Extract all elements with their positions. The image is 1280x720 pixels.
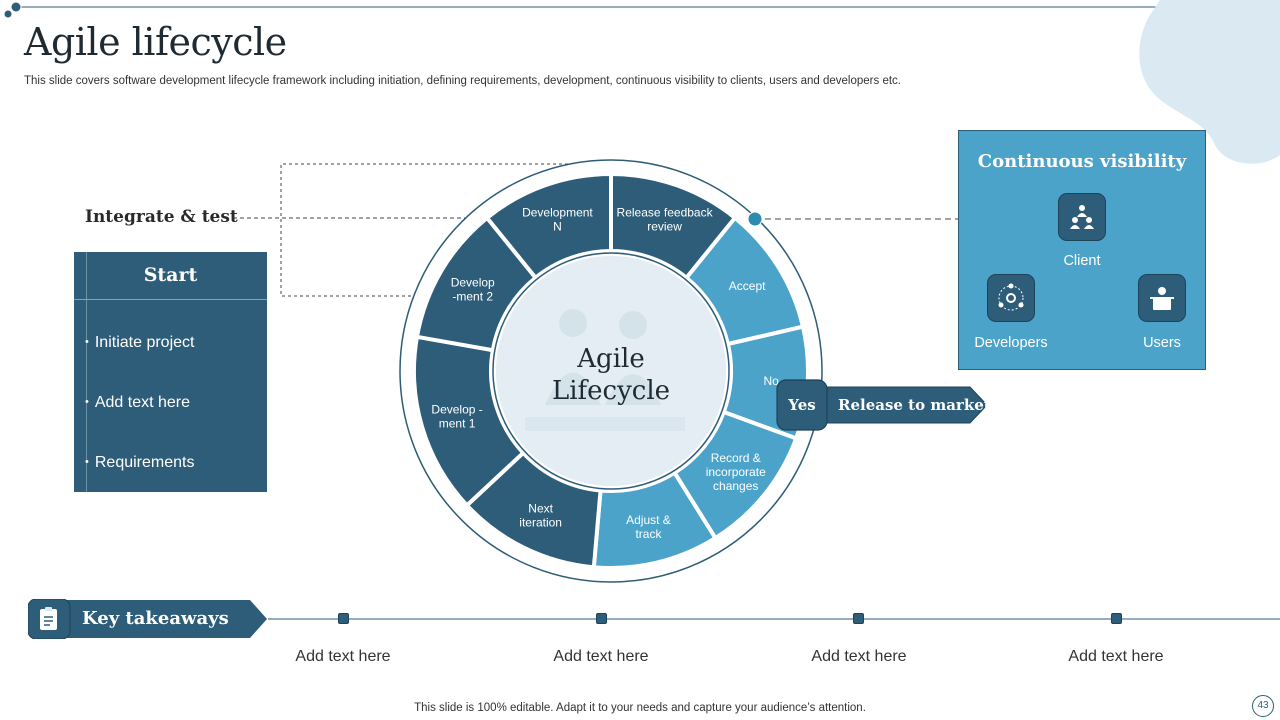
key-takeaways-title: Key takeaways — [82, 608, 229, 629]
cycle-segment-label: Development — [522, 206, 593, 220]
start-item: Add text here — [85, 394, 190, 412]
page-title: Agile lifecycle — [24, 20, 287, 64]
connector-dot — [747, 211, 763, 227]
release-to-market-label: Release to market — [838, 396, 991, 414]
users-label: Users — [1143, 335, 1181, 351]
developers-icon — [987, 274, 1035, 322]
center-photo — [496, 256, 726, 486]
cycle-segment-label: Accept — [729, 279, 766, 293]
cycle-segment-label: Develop — [451, 276, 495, 290]
takeaway-text: Add text here — [811, 648, 907, 665]
continuous-visibility-panel: Continuous visibility Client Developers … — [958, 130, 1206, 370]
start-item: Initiate project — [85, 334, 195, 352]
start-title: Start — [143, 264, 198, 286]
timeline-marker — [1111, 613, 1122, 624]
start-panel: Start Initiate project Add text here Req… — [74, 252, 267, 492]
clipboard-icon — [40, 607, 57, 630]
start-header: Start — [74, 252, 267, 300]
users-icon — [1138, 274, 1186, 322]
cycle-segment-label: track — [635, 527, 662, 541]
page-number: 43 — [1252, 695, 1274, 717]
client-label: Client — [1063, 253, 1101, 269]
integrate-test-label: Integrate & test — [85, 207, 238, 227]
cycle-segment — [414, 215, 539, 353]
cycle-segment-label: -ment 2 — [452, 290, 493, 304]
start-item: Requirements — [85, 454, 195, 472]
timeline-marker — [853, 613, 864, 624]
cycle-segment-label: Adjust & — [626, 513, 671, 527]
timeline-marker — [596, 613, 607, 624]
center-label-line1: Agile — [576, 344, 644, 374]
client-icon — [1058, 193, 1106, 241]
cycle-segment-label: ment 1 — [439, 417, 476, 431]
continuous-visibility-title: Continuous visibility — [977, 151, 1187, 172]
cycle-segment-label: No — [764, 374, 780, 388]
key-takeaways-banner — [28, 599, 267, 639]
start-divider — [86, 252, 87, 492]
page-subtitle: This slide covers software development l… — [24, 75, 901, 87]
takeaway-text: Add text here — [295, 648, 391, 665]
yes-label: Yes — [788, 396, 816, 414]
cycle-segment-label: N — [553, 220, 562, 234]
cycle-segment-label: Release feedback — [617, 206, 714, 220]
cycle-segment-label: iteration — [519, 515, 562, 529]
release-arrow — [776, 379, 988, 431]
takeaway-text: Add text here — [553, 648, 649, 665]
cycle-segment-label: Record & — [711, 451, 761, 465]
cycle-segment-label: Next — [528, 501, 553, 515]
developers-label: Developers — [974, 335, 1048, 351]
center-label-line2: Lifecycle — [552, 376, 670, 406]
cycle-segment-label: incorporate — [706, 465, 766, 479]
takeaway-text: Add text here — [1068, 648, 1164, 665]
timeline-marker — [338, 613, 349, 624]
cycle-segment-label: review — [647, 220, 682, 234]
cycle-segment-label: changes — [713, 479, 758, 493]
cycle-segment-label: Develop - — [431, 403, 482, 417]
people-photo-illustration — [525, 309, 685, 431]
footer-note: This slide is 100% editable. Adapt it to… — [414, 702, 866, 714]
